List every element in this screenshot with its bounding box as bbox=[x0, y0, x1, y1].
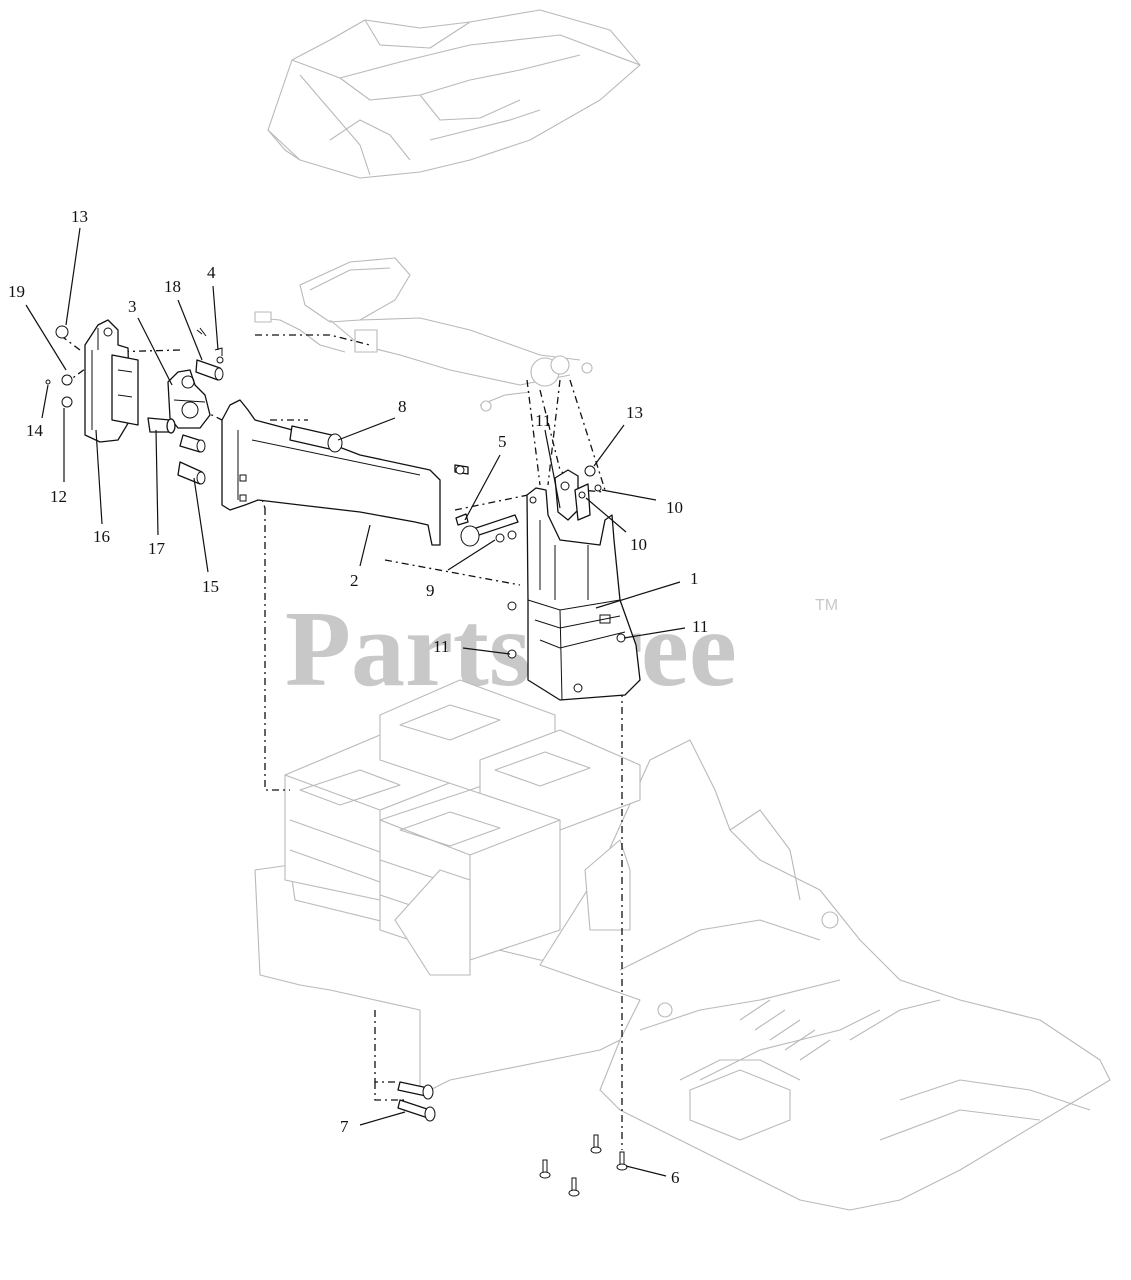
callout-10-lower: 10 bbox=[630, 535, 647, 554]
callout-6: 6 bbox=[671, 1168, 680, 1187]
callout-1: 1 bbox=[690, 569, 699, 588]
hardware-bolts bbox=[45, 325, 469, 1122]
callout-11-left: 11 bbox=[433, 637, 449, 656]
part-bracket-plate-16 bbox=[84, 319, 139, 443]
callout-13-right: 13 bbox=[626, 403, 643, 422]
callout-12: 12 bbox=[50, 487, 67, 506]
callout-15: 15 bbox=[202, 577, 219, 596]
watermark-trademark: TM bbox=[815, 597, 838, 614]
callout-18: 18 bbox=[164, 277, 181, 296]
callout-13-left: 13 bbox=[71, 207, 88, 226]
callout-4: 4 bbox=[207, 263, 216, 282]
part-pin-18 bbox=[195, 327, 224, 381]
ghost-control-linkage bbox=[254, 257, 593, 412]
part-spacer-17 bbox=[147, 417, 176, 434]
part-seat-bracket-1 bbox=[507, 465, 641, 701]
callout-10-upper: 10 bbox=[666, 498, 683, 517]
callout-11-top: 11 bbox=[535, 411, 551, 430]
callout-17: 17 bbox=[148, 539, 166, 558]
callout-11-right: 11 bbox=[692, 617, 708, 636]
part-pin-8 bbox=[289, 425, 343, 453]
callout-19: 19 bbox=[8, 282, 25, 301]
callout-16: 16 bbox=[93, 527, 110, 546]
callout-14: 14 bbox=[26, 421, 44, 440]
part-spacer-15 bbox=[177, 434, 206, 485]
hardware-screws-6 bbox=[539, 1134, 628, 1197]
callout-7: 7 bbox=[340, 1117, 349, 1136]
callout-labels: 13 19 3 18 4 14 12 16 17 15 2 8 9 5 11 1… bbox=[8, 207, 708, 1187]
part-lever-plate-2 bbox=[221, 399, 441, 546]
callout-8: 8 bbox=[398, 397, 407, 416]
part-hinge-bracket-3 bbox=[167, 369, 211, 429]
callout-5: 5 bbox=[498, 432, 507, 451]
callout-9: 9 bbox=[426, 581, 435, 600]
callout-3: 3 bbox=[128, 297, 137, 316]
ghost-chassis bbox=[254, 679, 1111, 1211]
ghost-fender-assembly bbox=[267, 9, 641, 179]
callout-leaders bbox=[25, 227, 686, 1177]
callout-2: 2 bbox=[350, 571, 359, 590]
part-pin-9 bbox=[460, 514, 519, 547]
